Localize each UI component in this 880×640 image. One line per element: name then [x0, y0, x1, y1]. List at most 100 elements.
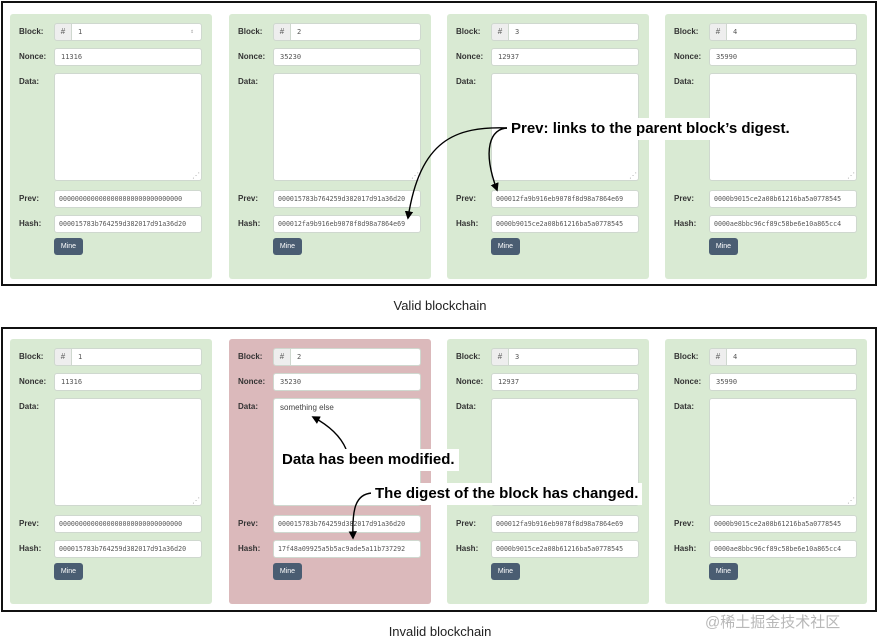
hash-label: Hash:: [456, 219, 479, 228]
block-number-input[interactable]: 4: [726, 348, 857, 366]
hash-symbol: #: [709, 348, 727, 366]
block-number-input[interactable]: 1: [71, 348, 202, 366]
prev-label: Prev:: [19, 194, 40, 203]
block-label: Block:: [456, 27, 481, 36]
resize-grip-icon[interactable]: ⋰: [629, 171, 637, 180]
prev-input[interactable]: 000015783b764259d382017d91a36d20: [273, 190, 421, 208]
valid-caption: Valid blockchain: [393, 298, 487, 313]
block-number-input[interactable]: 4: [726, 23, 857, 41]
hash-input[interactable]: 0000ae8bbc96cf89c58be6e10a865cc4: [709, 215, 857, 233]
block-number-input[interactable]: 3: [508, 23, 639, 41]
block-number-value: 2: [297, 28, 302, 36]
block-label: Block:: [19, 27, 44, 36]
nonce-label: Nonce:: [238, 377, 266, 386]
prev-input[interactable]: 000012fa9b916eb9078f8d98a7864e69: [491, 515, 639, 533]
block-label: Block:: [238, 352, 263, 361]
hash-symbol: #: [273, 23, 291, 41]
nonce-input[interactable]: 11316: [54, 48, 202, 66]
nonce-input[interactable]: 12937: [491, 48, 639, 66]
data-textarea[interactable]: ⋰: [273, 73, 421, 181]
data-textarea[interactable]: ⋰: [54, 73, 202, 181]
spinner-icon[interactable]: ⇕: [190, 28, 194, 35]
resize-grip-icon[interactable]: ⋰: [847, 171, 855, 180]
mine-button[interactable]: Mine: [54, 563, 83, 580]
resize-grip-icon[interactable]: ⋰: [192, 171, 200, 180]
nonce-input[interactable]: 35990: [709, 48, 857, 66]
resize-grip-icon[interactable]: ⋰: [411, 171, 419, 180]
nonce-label: Nonce:: [674, 377, 702, 386]
nonce-input[interactable]: 11316: [54, 373, 202, 391]
prev-input[interactable]: 0000000000000000000000000000000: [54, 515, 202, 533]
hash-input[interactable]: 000012fa9b916eb9078f8d98a7864e69: [273, 215, 421, 233]
mine-button[interactable]: Mine: [709, 563, 738, 580]
hash-input[interactable]: 000015783b764259d382017d91a36d20: [54, 540, 202, 558]
nonce-label: Nonce:: [456, 377, 484, 386]
nonce-input[interactable]: 35990: [709, 373, 857, 391]
resize-grip-icon[interactable]: ⋰: [847, 496, 855, 505]
block-number-value: 1: [78, 28, 83, 36]
data-label: Data:: [238, 77, 259, 86]
hash-symbol: #: [273, 348, 291, 366]
hash-label: Hash:: [238, 544, 261, 553]
resize-grip-icon[interactable]: ⋰: [192, 496, 200, 505]
prev-input[interactable]: 0000000000000000000000000000000: [54, 190, 202, 208]
mine-button[interactable]: Mine: [273, 238, 302, 255]
prev-input[interactable]: 000015783b764259d382017d91a36d20: [273, 515, 421, 533]
mine-button[interactable]: Mine: [491, 238, 520, 255]
block-label: Block:: [238, 27, 263, 36]
hash-symbol: #: [709, 23, 727, 41]
mine-button[interactable]: Mine: [54, 238, 83, 255]
hash-input[interactable]: 0000ae8bbc96cf89c58be6e10a865cc4: [709, 540, 857, 558]
block-label: Block:: [674, 27, 699, 36]
block-number-input[interactable]: 1⇕: [71, 23, 202, 41]
hash-input[interactable]: 0000b9015ce2a08b61216ba5a0778545: [491, 215, 639, 233]
block-label: Block:: [456, 352, 481, 361]
hash-label: Hash:: [19, 219, 42, 228]
block-number-input[interactable]: 2: [290, 348, 421, 366]
hash-symbol: #: [54, 348, 72, 366]
hash-input[interactable]: 000015783b764259d382017d91a36d20: [54, 215, 202, 233]
nonce-label: Nonce:: [19, 52, 47, 61]
hash-symbol: #: [491, 23, 509, 41]
mine-button[interactable]: Mine: [709, 238, 738, 255]
prev-input[interactable]: 0000b9015ce2a08b61216ba5a0778545: [709, 190, 857, 208]
nonce-label: Nonce:: [674, 52, 702, 61]
prev-label: Prev:: [674, 194, 695, 203]
hash-symbol: #: [54, 23, 72, 41]
data-textarea[interactable]: ⋰: [54, 398, 202, 506]
hash-input[interactable]: 0000b9015ce2a08b61216ba5a0778545: [491, 540, 639, 558]
block-label: Block:: [19, 352, 44, 361]
nonce-input[interactable]: 35230: [273, 48, 421, 66]
nonce-input[interactable]: 35230: [273, 373, 421, 391]
hash-label: Hash:: [674, 544, 697, 553]
nonce-label: Nonce:: [19, 377, 47, 386]
prev-input[interactable]: 000012fa9b916eb9078f8d98a7864e69: [491, 190, 639, 208]
block-number-input[interactable]: 3: [508, 348, 639, 366]
mine-button[interactable]: Mine: [491, 563, 520, 580]
mine-button[interactable]: Mine: [273, 563, 302, 580]
data-textarea[interactable]: ⋰: [709, 398, 857, 506]
block-number-input[interactable]: 2: [290, 23, 421, 41]
block-number-value: 3: [515, 353, 520, 361]
block-number-value: 2: [297, 353, 302, 361]
annotation-prev-links: Prev: links to the parent block’s digest…: [507, 118, 794, 140]
data-label: Data:: [456, 77, 477, 86]
prev-input[interactable]: 0000b9015ce2a08b61216ba5a0778545: [709, 515, 857, 533]
data-label: Data:: [456, 402, 477, 411]
nonce-label: Nonce:: [238, 52, 266, 61]
prev-label: Prev:: [674, 519, 695, 528]
data-label: Data:: [19, 77, 40, 86]
prev-label: Prev:: [456, 519, 477, 528]
block-number-value: 4: [733, 353, 738, 361]
hash-input[interactable]: 17f48a09925a5b5ac9ade5a11b737292: [273, 540, 421, 558]
watermark: @稀土掘金技术社区: [705, 614, 841, 631]
annotation-data-modified: Data has been modified.: [278, 449, 459, 471]
nonce-input[interactable]: 12937: [491, 373, 639, 391]
